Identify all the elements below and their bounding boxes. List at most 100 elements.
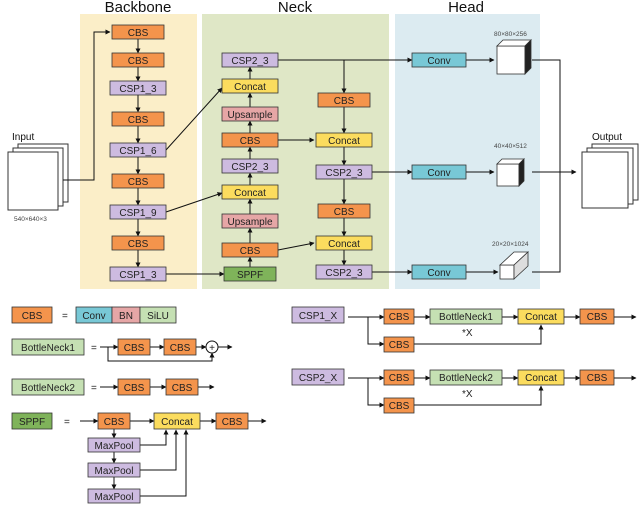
backbone-blocks: [109, 24, 167, 282]
legend-csp2x-cbs-2: [579, 369, 615, 386]
legend-sppf-equals: =: [64, 417, 70, 428]
legend-sppf-cbs-2-label: CBS: [222, 417, 243, 428]
neck-csp2-3-right-2: CSP2_3: [325, 268, 363, 279]
legend-csp1x-cbs-1-label: CBS: [389, 312, 410, 323]
connectors: [63, 29, 577, 277]
backbone-csp1-3-b: CSP1_3: [119, 270, 157, 281]
head-title: Head: [448, 0, 484, 16]
neck-cbs-right-1: CBS: [334, 96, 355, 107]
legend-bn2-cbs-2: [165, 378, 199, 396]
legend-bn1-equals: =: [91, 343, 97, 354]
neck-csp2-3-mid: CSP2_3: [231, 162, 269, 173]
legend-bn2-cbs-1: [117, 378, 151, 396]
legend-csp2x-cbs-1-label: CBS: [389, 373, 410, 384]
backbone-cbs-4: CBS: [128, 177, 149, 188]
backbone-title: Backbone: [105, 0, 172, 16]
scale-80-label: 80×80×256: [494, 31, 527, 38]
neck-concat-mid: Concat: [234, 188, 266, 199]
legend-csp1x-label: CSP1_X: [299, 311, 338, 322]
legend-bn1-cbs-1-label: CBS: [124, 343, 145, 354]
legend-maxpool-1: [87, 437, 141, 453]
cube-40: [496, 158, 525, 187]
legend-bn1-cbs-1: [117, 338, 151, 356]
neck-title: Neck: [278, 0, 313, 16]
legend-add-symbol: +: [209, 343, 215, 354]
legend-bottleneck2-block: [11, 378, 85, 396]
backbone-csp1-6: CSP1_6: [119, 146, 157, 157]
neck-csp2-3-right-1: CSP2_3: [325, 168, 363, 179]
legend-cbs-block: [11, 306, 53, 324]
legend-sppf-label: SPPF: [19, 417, 45, 428]
neck-concat-right-2: Concat: [328, 239, 360, 250]
legend-csp1x-cbs-2-label: CBS: [587, 312, 608, 323]
csp1x-connectors: [348, 314, 637, 347]
backbone-cbs-3: CBS: [128, 115, 149, 126]
legend-csp2x-concat-label: Concat: [525, 373, 557, 384]
legend-maxpool-3-label: MaxPool: [95, 492, 134, 503]
neck-csp2-3-top: CSP2_3: [231, 56, 269, 67]
legend-csp2x-times: *X: [462, 389, 473, 400]
head-conv-1: Conv: [427, 56, 450, 67]
legend-sppf-cbs-2: [215, 412, 249, 430]
neck-cbs-left-1: CBS: [240, 136, 261, 147]
legend-csp1x-cbs-1: [383, 308, 415, 325]
neck-upsample-2: Upsample: [227, 217, 272, 228]
input-label: Input: [12, 132, 34, 143]
bottleneck1-connectors: [100, 344, 233, 362]
legend-bn2-equals: =: [91, 383, 97, 394]
neck-cbs-left-2: CBS: [240, 246, 261, 257]
legend-cbs-label: CBS: [22, 311, 43, 322]
legend-sppf-concat-label: Concat: [161, 417, 193, 428]
legend-csp1x-concat: [517, 308, 565, 325]
backbone-cbs-5: CBS: [128, 239, 149, 250]
legend-bn1-cbs-2: [163, 338, 197, 356]
neck-cbs-right-2: CBS: [334, 207, 355, 218]
legend-bottleneck1-block: [11, 338, 85, 356]
backbone-csp1-3-a: CSP1_3: [119, 84, 157, 95]
input-size-label: 540×640×3: [14, 216, 47, 223]
neck-concat-top: Concat: [234, 82, 266, 93]
head-conv-3: Conv: [427, 268, 450, 279]
legend-csp2x-concat: [517, 369, 565, 386]
legend-csp2x-label: CSP2_X: [299, 373, 338, 384]
neck-left-blocks: [221, 52, 279, 282]
backbone-cbs-2: CBS: [128, 56, 149, 67]
csp2x-connectors: [348, 375, 637, 408]
legend-bn1-cbs-2-label: CBS: [170, 343, 191, 354]
legend-csp2x-bottleneck-label: BottleNeck2: [439, 373, 493, 384]
legend-bn2-cbs-2-label: CBS: [172, 383, 193, 394]
backbone-cbs-1: CBS: [128, 28, 149, 39]
legend-csp2x-cbs-2-label: CBS: [587, 373, 608, 384]
legend-csp2x-block: [291, 368, 345, 386]
legend-csp1x-cbs-3: [383, 336, 415, 353]
legend-silu-label: SiLU: [147, 311, 169, 322]
legend-conv-label: Conv: [82, 311, 105, 322]
neck-concat-right-1: Concat: [328, 136, 360, 147]
legend-csp1x-concat-label: Concat: [525, 312, 557, 323]
sppf-connectors: [80, 418, 267, 497]
neck-sppf: SPPF: [237, 270, 263, 281]
neck-upsample-1: Upsample: [227, 110, 272, 121]
legend-csp1x-cbs-2: [579, 308, 615, 325]
legend-bottleneck1-label: BottleNeck1: [21, 343, 75, 354]
legend-sppf-cbs-1-label: CBS: [104, 417, 125, 428]
input-tensor-stack: [7, 143, 69, 211]
legend-csp1x-cbs-3-label: CBS: [389, 340, 410, 351]
legend-sppf-concat: [153, 412, 201, 430]
legend-csp1x-bottleneck-label: BottleNeck1: [439, 312, 493, 323]
output-label: Output: [592, 132, 622, 143]
legend-csp2x-cbs-3: [383, 397, 415, 414]
legend-maxpool-2-label: MaxPool: [95, 466, 134, 477]
head-conv-2: Conv: [427, 168, 450, 179]
scale-20-label: 20×20×1024: [492, 241, 529, 248]
cube-80: [496, 39, 532, 75]
legend-sppf-cbs-1: [97, 412, 131, 430]
legend-sppf-block: [11, 412, 53, 430]
legend-bottleneck2-label: BottleNeck2: [21, 383, 75, 394]
legend-maxpool-2: [87, 462, 141, 478]
backbone-csp1-9: CSP1_9: [119, 208, 157, 219]
scale-40-label: 40×40×512: [494, 143, 527, 150]
legend-silu-block: [139, 306, 177, 324]
legend-csp2x-cbs-1: [383, 369, 415, 386]
